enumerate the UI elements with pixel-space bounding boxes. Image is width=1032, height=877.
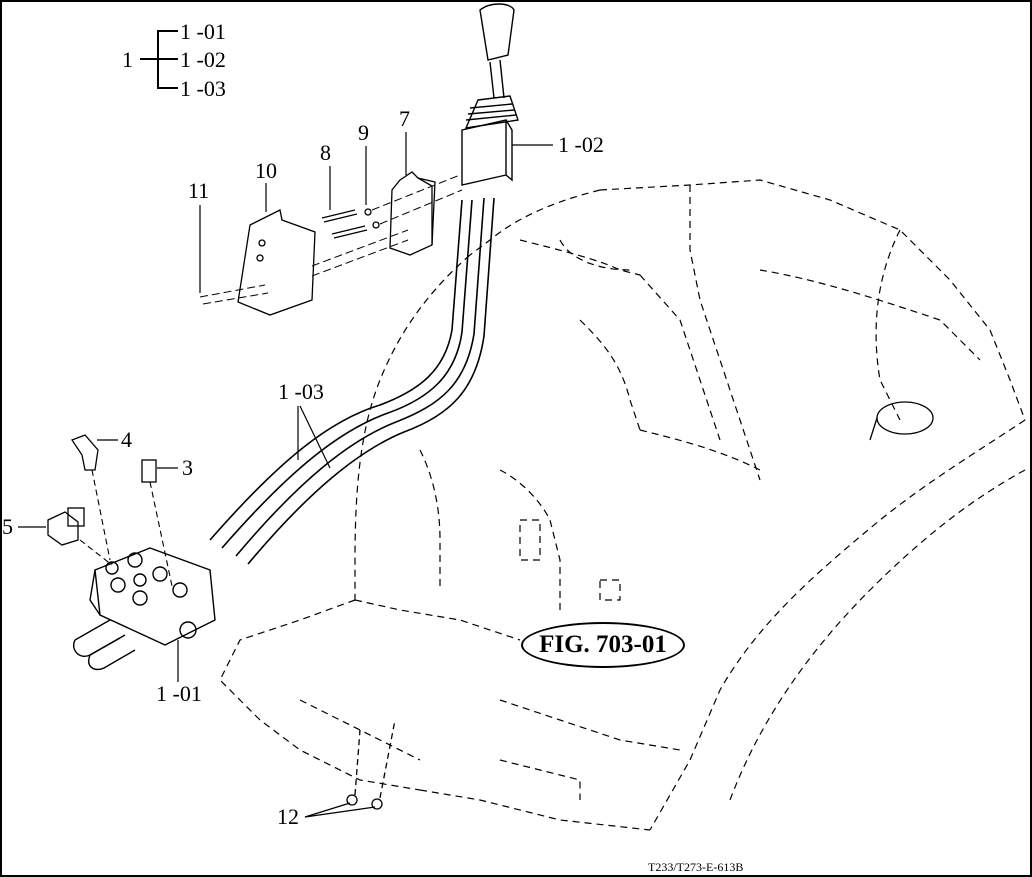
fuel-cap (869, 401, 934, 441)
callout-9: 9 (358, 120, 369, 145)
tractor-body-outline (219, 179, 1026, 831)
callout-4: 4 (121, 427, 132, 452)
fitting-leader-lines (79, 469, 173, 587)
figure-title: FIG. 703-01 (539, 631, 667, 658)
callout-3: 3 (182, 455, 193, 480)
legend-tree-lines (140, 30, 178, 89)
drawing-code: T233/T273-E-613B (648, 860, 744, 874)
control-cables (209, 197, 495, 565)
callout-1-03: 1 -03 (278, 379, 324, 404)
legend-root: 1 (122, 47, 133, 72)
cover (237, 209, 316, 316)
legend-child-1-02: 1 -02 (180, 47, 226, 72)
callout-leaders (18, 132, 553, 818)
bracket (389, 171, 436, 256)
bolts-and-washers (321, 208, 380, 239)
fittings (47, 434, 157, 546)
callout-5: 5 (2, 514, 13, 539)
callout-11: 11 (188, 178, 210, 203)
control-lever (461, 3, 519, 186)
bracket-leader-lines (199, 174, 463, 305)
callout-1-01: 1 -01 (156, 681, 202, 706)
bolts-12 (346, 719, 396, 810)
legend-child-1-03: 1 -03 (180, 76, 226, 101)
callout-12: 12 (277, 804, 299, 829)
control-valve (73, 547, 216, 671)
callout-7: 7 (399, 106, 410, 131)
callout-10: 10 (255, 158, 277, 183)
legend-child-1-01: 1 -01 (180, 19, 226, 44)
callout-1-02: 1 -02 (558, 132, 604, 157)
callout-8: 8 (320, 140, 331, 165)
figure-title-badge: FIG. 703-01 (521, 622, 685, 668)
